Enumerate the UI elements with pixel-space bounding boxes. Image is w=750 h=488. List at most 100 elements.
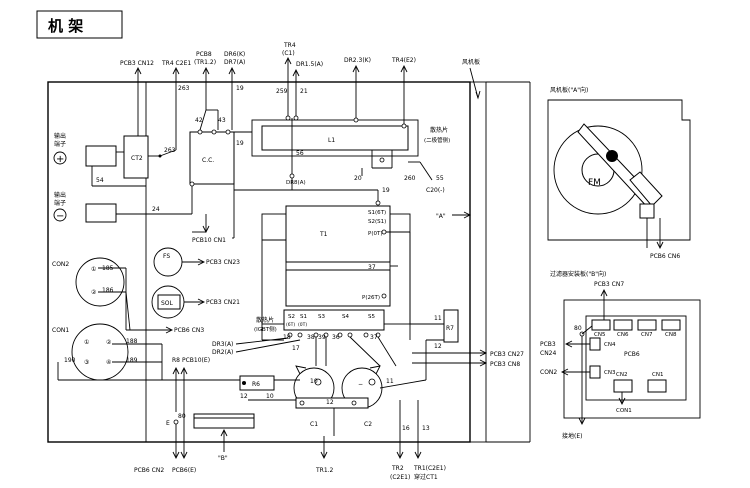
wire-21: 21 (300, 88, 308, 95)
label-tr4-c2e1: TR4 C2E1 (161, 60, 191, 67)
ts-s3: S3 (318, 314, 325, 320)
label-dr7-a: DR7(A) (224, 59, 245, 66)
minus-symbol: − (56, 211, 64, 222)
wire-260: 260 (404, 175, 416, 182)
wire-13: 13 (422, 425, 430, 432)
label-pcb10-cn1: PCB10 CN1 (192, 237, 226, 244)
cn8-connector (661, 319, 681, 331)
c1-label: C1 (310, 421, 318, 428)
ts-s1: S1 (300, 314, 307, 320)
plus-terminal-icon (53, 151, 67, 165)
cn2-label: CN2 (616, 372, 627, 378)
cn3-connector (589, 365, 601, 379)
title-box (36, 10, 123, 39)
label-c1: (C1) (282, 50, 295, 57)
label-s2-s1: S2(S1) (368, 219, 386, 225)
wire-80a: 80 (178, 413, 186, 420)
wire-43: 43 (218, 117, 226, 124)
cn8-label: CN8 (665, 332, 677, 338)
label-p-0t: P(0T) (368, 231, 382, 237)
cn5-connector (591, 319, 611, 331)
fm-label: FM (588, 178, 601, 188)
heatsink-igbt-1: 散热片 (256, 316, 274, 324)
fan-board-panel (469, 81, 487, 443)
out-minus-label-2: 端子 (54, 199, 66, 207)
l1-heatsink (251, 119, 419, 157)
t1-transformer (285, 205, 391, 263)
wire-17: 17 (292, 345, 300, 352)
inset-wire-80: 80 (574, 325, 582, 332)
label-pcb8: PCB8 (196, 51, 212, 58)
heatsink-diode-2: (二极管侧) (424, 136, 450, 144)
label-fan-board: 风机板 (462, 58, 480, 66)
label-c20: C20(-) (426, 187, 445, 194)
cn1-label: CN1 (652, 372, 663, 378)
wire-16: 16 (402, 425, 410, 432)
wire-12a: 12 (434, 343, 442, 350)
wire-54: 54 (96, 177, 104, 184)
label-pcb6-cn3: PCB6 CN3 (174, 327, 204, 334)
wire-20: 20 (354, 175, 362, 182)
cn7-label: CN7 (641, 332, 653, 338)
ct2-label: CT2 (131, 155, 143, 162)
inset-fan-title: 风机板("A"向) (550, 86, 588, 94)
label-dr23-k: DR2.3(K) (344, 57, 371, 64)
out-plus-terminal (85, 145, 117, 167)
wire-56: 56 (296, 150, 304, 157)
wire-263b: 263 (164, 147, 176, 154)
label-tr1-ct1: 穿过CT1 (414, 473, 438, 481)
con2-pin1: ① (91, 266, 96, 273)
t1-label: T1 (319, 231, 328, 238)
label-pcb3-cn8: PCB3 CN8 (490, 361, 520, 368)
label-s1-6t: S1(6T) (368, 210, 386, 216)
label-r8: R8 (172, 357, 180, 364)
wire-19a: 19 (236, 85, 244, 92)
cn1-connector (647, 379, 667, 393)
wire-19b: 19 (236, 140, 244, 147)
label-dr3-a: DR3(A) (212, 341, 233, 348)
wire-38: 38 (307, 334, 315, 341)
label-con2-inset: CON2 (540, 369, 557, 376)
l1-label: L1 (328, 137, 335, 144)
label-dr8-a: DR8(A) (286, 180, 306, 186)
con1-label: CON1 (52, 327, 69, 334)
wire-10a: 10 (266, 393, 274, 400)
label-e: E (166, 420, 170, 427)
ts-sub-0t: (0T) (298, 322, 307, 328)
wire-190: 190 (64, 357, 76, 364)
con1-connector (71, 323, 129, 381)
heatsink-diode-1: 散热片 (430, 126, 448, 134)
misc-wires (159, 149, 293, 341)
r6-resistor (239, 375, 275, 391)
con1-pin3: ③ (84, 359, 89, 366)
wire-188: 188 (126, 338, 138, 345)
wire-259: 259 (276, 88, 288, 95)
label-tr12: (TR1.2) (194, 59, 216, 66)
marker-b: "B" (218, 455, 228, 462)
wire-12b: 12 (240, 393, 248, 400)
out-minus-label-1: 输出 (54, 191, 66, 199)
ts-s2: S2 (288, 314, 295, 320)
cn5-label: CN5 (594, 332, 606, 338)
wire-10b: 10 (310, 378, 318, 385)
filter-plate (193, 413, 255, 429)
wire-12c: 12 (326, 399, 334, 406)
sol-label: SOL (161, 300, 174, 307)
con2-label: CON2 (52, 261, 69, 268)
r7-resistor (443, 309, 459, 343)
t1-secondary (285, 269, 391, 307)
wire-185: 185 (102, 265, 114, 272)
inset-filter-title: 过滤器安装板("B"向) (550, 270, 606, 278)
r6-label: R6 (252, 381, 260, 388)
terminal-strip (283, 309, 385, 331)
terminal-strip-pins (287, 332, 381, 338)
label-tr12: TR1.2 (315, 467, 334, 474)
wire-19c: 19 (382, 187, 390, 194)
heatsink-igbt-2: (IGBT侧) (254, 325, 277, 333)
cn6-label: CN6 (617, 332, 629, 338)
fs-label: FS (163, 253, 170, 260)
label-pcb6-cn6: PCB6 CN6 (650, 253, 680, 260)
wire-37b: 37 (370, 334, 378, 341)
label-pcb3-cn21: PCB3 CN21 (206, 299, 240, 306)
